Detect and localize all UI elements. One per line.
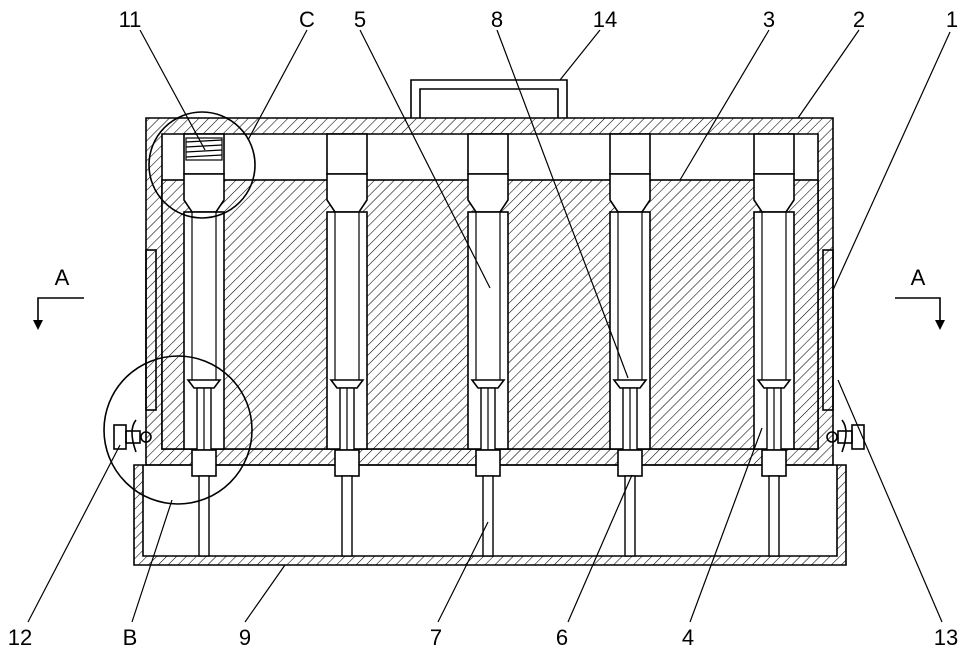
section-marker-right	[895, 298, 945, 330]
label-2: 2	[853, 7, 865, 32]
label-3: 3	[763, 7, 775, 32]
valve-head	[614, 380, 646, 388]
tube-cap	[610, 134, 650, 174]
tube-cap	[468, 134, 508, 174]
support-rod	[199, 476, 209, 556]
label-14: 14	[593, 7, 617, 32]
valve-head	[331, 380, 363, 388]
label-12: 12	[8, 625, 32, 650]
tube-collar	[610, 174, 650, 212]
valve-head	[188, 380, 220, 388]
label-11: 11	[119, 7, 142, 32]
valve-head	[758, 380, 790, 388]
tube-collar	[184, 174, 224, 212]
handle	[411, 80, 567, 120]
support-rod	[769, 476, 779, 556]
tube-collar	[754, 174, 794, 212]
connector-block	[618, 450, 642, 476]
tube-collar	[468, 174, 508, 212]
label-c: C	[299, 7, 315, 32]
connector-block	[762, 450, 786, 476]
valve-head	[472, 380, 504, 388]
connector-block	[476, 450, 500, 476]
support-rod	[342, 476, 352, 556]
support-rod	[483, 476, 493, 556]
label-b: B	[123, 625, 138, 650]
label-8: 8	[491, 7, 503, 32]
label-a-right: A	[911, 265, 926, 290]
label-7: 7	[430, 625, 442, 650]
label-5: 5	[354, 7, 366, 32]
label-9: 9	[239, 625, 251, 650]
tube-cap	[754, 134, 794, 174]
tube-cap	[327, 134, 367, 174]
section-marker-left	[33, 298, 84, 330]
tube-collar	[327, 174, 367, 212]
label-6: 6	[556, 625, 568, 650]
label-a-left: A	[55, 265, 70, 290]
connector-block	[192, 450, 216, 476]
label-1: 1	[946, 7, 958, 32]
label-13: 13	[934, 625, 958, 650]
label-4: 4	[682, 625, 694, 650]
connector-block	[335, 450, 359, 476]
